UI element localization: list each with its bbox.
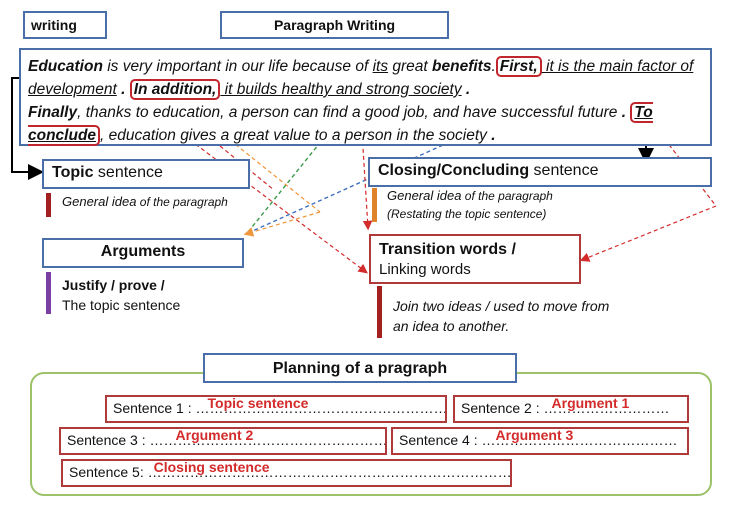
arguments-note-1: Justify / prove / — [62, 277, 165, 293]
text-s4-end: . — [617, 104, 631, 121]
sentence-5-label: Sentence 5: — [69, 464, 148, 480]
sentence-4-slot: Sentence 4 : ……………………………………Argument 3 — [391, 427, 689, 455]
text-s3: it builds healthy and strong society — [220, 81, 462, 98]
topic-label-bold: Topic — [52, 164, 94, 181]
closing-bar — [372, 188, 377, 222]
sentence-4-fill: Argument 3 — [495, 427, 574, 443]
arguments-box: Arguments — [42, 238, 244, 268]
sentence-1-slot: Sentence 1 : …………………………………………………Topic se… — [105, 395, 447, 423]
sentence-3-label: Sentence 3 : — [67, 432, 150, 448]
sentence-3-slot: Sentence 3 : ……………………………………………Argument 2 — [59, 427, 387, 455]
sentence-4-label: Sentence 4 : — [399, 432, 482, 448]
sentence-2-fill: Argument 1 — [551, 395, 630, 411]
text-s1: is very important in our life because of — [102, 58, 373, 75]
text-great: great — [388, 58, 433, 75]
transition-label-1: Transition words / — [379, 241, 516, 258]
transition-note: Join two ideas / used to move from an id… — [393, 296, 609, 336]
arrow-finally-to-arguments — [229, 139, 321, 213]
planning-title: Planning of a pragraph — [203, 353, 517, 383]
transition-label-2: Linking words — [379, 261, 471, 278]
page-title: Paragraph Writing — [220, 11, 449, 39]
word-benefits: benefits — [432, 58, 492, 75]
transition-note-2: an idea to another. — [393, 318, 510, 334]
sentence-5-fill: Closing sentence — [153, 459, 270, 475]
sentence-3-fill: Argument 2 — [175, 427, 254, 443]
page-title-text: Paragraph Writing — [273, 17, 396, 33]
arguments-note-2: The topic sentence — [62, 297, 181, 313]
text-s2: it is the main factor of development — [28, 58, 694, 98]
transition-bar — [377, 286, 382, 338]
linker-finally: Finally — [28, 104, 78, 121]
closing-note: General idea of the paragraph (Restating… — [387, 187, 553, 223]
word-its: its — [372, 58, 389, 75]
topic-note: General idea of the paragraph — [62, 194, 228, 209]
transition-words-box: Transition words / Linking words — [369, 234, 581, 284]
topic-sentence-box: Topic sentence — [42, 159, 250, 189]
arguments-bar — [46, 272, 51, 314]
closing-note-a: General idea — [387, 188, 462, 203]
sentence-2-label: Sentence 2 : — [461, 400, 544, 416]
sentence-2-slot: Sentence 2 : ………………………Argument 1 — [453, 395, 689, 423]
writing-tag: writing — [23, 11, 107, 39]
topic-bar — [46, 193, 51, 217]
arrow-orange-to-arguments — [243, 211, 321, 237]
arguments-note: Justify / prove / The topic sentence — [62, 275, 180, 315]
linker-in-addition: In addition, — [129, 79, 221, 100]
closing-note-c: (Restating the topic sentence) — [387, 207, 547, 221]
text-s5: , education gives a great value to a per… — [100, 127, 487, 144]
closing-note-b: of the paragraph — [461, 189, 553, 203]
closing-label-bold: Closing/Concluding — [378, 162, 530, 179]
arrow-right-to-transition — [579, 205, 717, 262]
text-s2-end: . — [116, 81, 126, 98]
text-s5-end: . — [486, 127, 496, 144]
example-paragraph: Education is very important in our life … — [19, 48, 712, 146]
text-s4: , thanks to education, a person can find… — [77, 104, 618, 121]
text-period: . — [491, 58, 496, 75]
sentence-1-label: Sentence 1 : — [113, 400, 196, 416]
arrow-society-to-topic — [219, 145, 275, 191]
word-education: Education — [28, 58, 103, 75]
transition-note-1: Join two ideas / used to move from — [393, 298, 610, 314]
sentence-1-fill: Topic sentence — [207, 395, 309, 411]
topic-note-a: General idea — [62, 194, 137, 209]
arguments-label: Arguments — [100, 243, 186, 260]
topic-label-rest: sentence — [93, 164, 163, 181]
linker-to-conclude: To conclude — [28, 102, 653, 146]
arrow-to-topic — [11, 77, 44, 180]
topic-note-b: of the paragraph — [136, 195, 228, 209]
linker-first: First, — [495, 56, 542, 77]
writing-tag-text: writing — [31, 17, 77, 33]
closing-label-rest: sentence — [529, 162, 599, 179]
sentence-5-slot: Sentence 5: ……………………………………………………………………Cl… — [61, 459, 512, 487]
closing-sentence-box: Closing/Concluding sentence — [368, 157, 712, 187]
text-s3-end: . — [461, 81, 471, 98]
planning-title-text: Planning of a pragraph — [272, 360, 448, 377]
